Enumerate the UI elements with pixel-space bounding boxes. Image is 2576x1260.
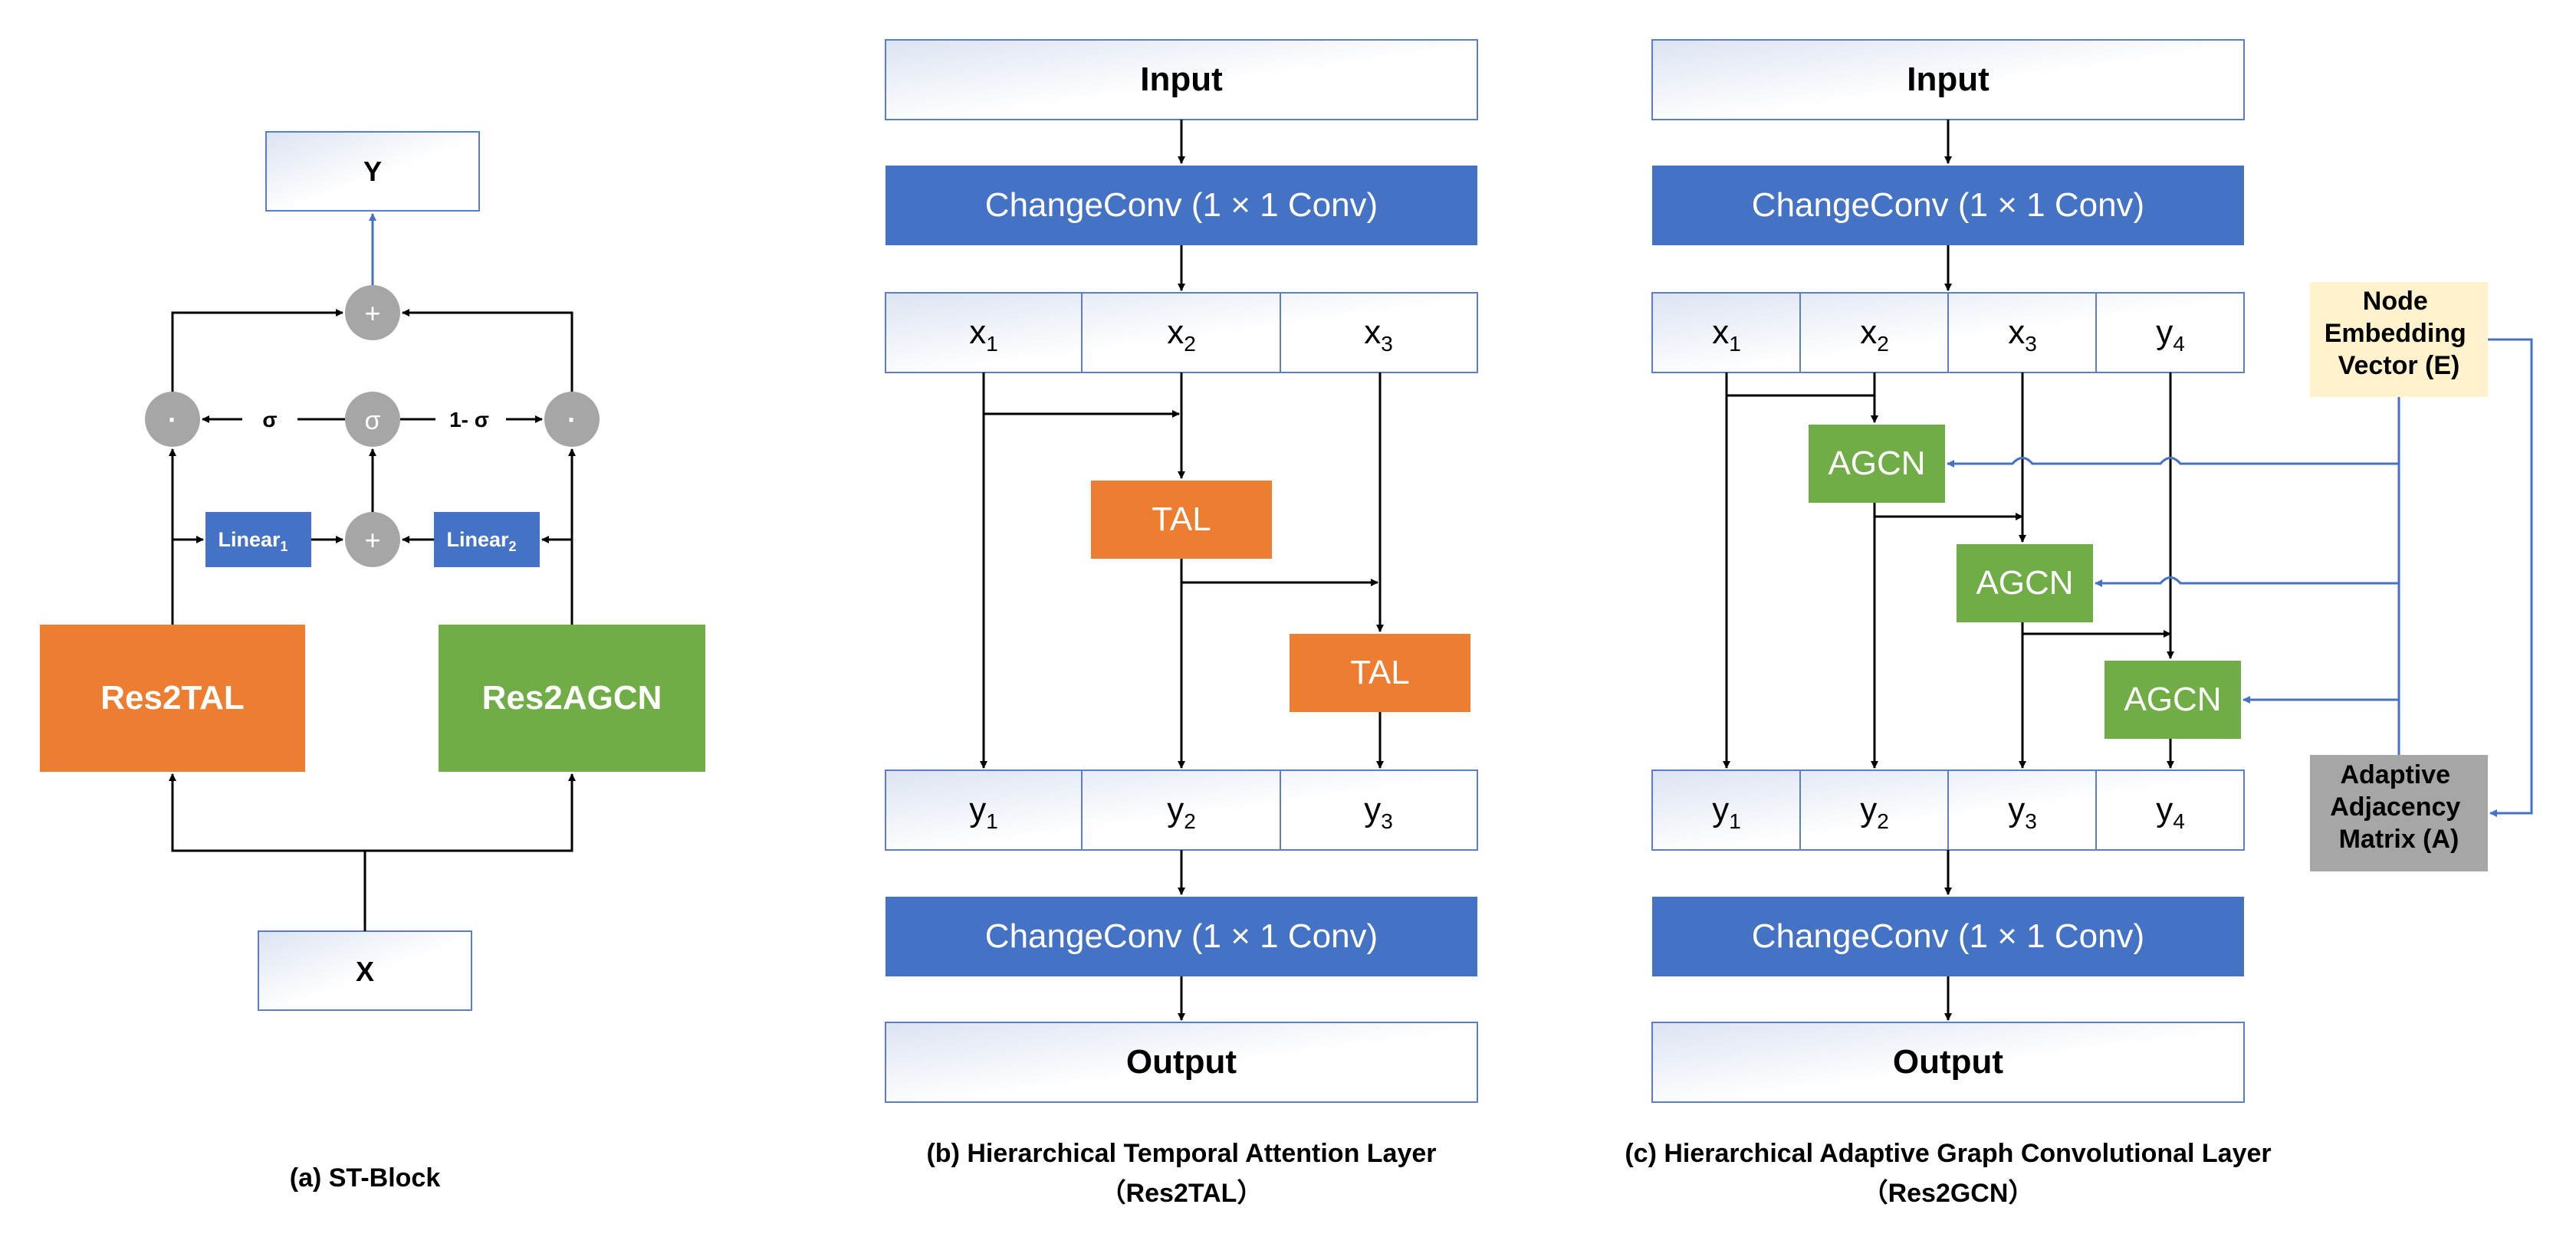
y-output-label: Y <box>363 156 382 187</box>
right-dot-node <box>544 392 600 447</box>
b-changeconv-bottom-box <box>886 897 1477 976</box>
linear2-box <box>434 512 540 567</box>
b-tal1-label: TAL <box>1152 500 1211 538</box>
res2agcn-box <box>439 625 705 772</box>
b-x1-cell: x1 <box>969 313 998 356</box>
res2tal-label: Res2TAL <box>100 679 244 717</box>
linear-plus-node <box>345 512 400 567</box>
panel-a-st-block: Y X Res2TAL Res2AGCN Linear1 Linear2 + ·… <box>40 131 705 1193</box>
right-dot-symbol: · <box>567 404 577 435</box>
c-y4-cell: y4 <box>2156 791 2185 833</box>
right-dot-to-top-plus-line <box>402 309 573 392</box>
c-agcn3-label: AGCN <box>2124 681 2221 718</box>
c-output-box <box>1651 1022 2245 1103</box>
c-embedding-to-agcn2-arrow <box>2095 576 2399 587</box>
linear2-label: Linear2 <box>446 528 516 554</box>
c-x1-branch-arrow <box>1727 394 1878 423</box>
c-y2-cell: y2 <box>1860 791 1889 833</box>
b-tal2-label: TAL <box>1350 654 1409 691</box>
c-y4-top-cell: y4 <box>2156 313 2185 356</box>
c-node-embedding-box <box>2310 282 2488 397</box>
b-caption-line2: （Res2TAL） <box>1100 1178 1263 1208</box>
b-y1-cell: y1 <box>969 791 998 833</box>
b-x-row <box>885 292 1478 373</box>
left-dot-to-top-plus-line <box>171 309 343 392</box>
linear1-box <box>205 512 311 567</box>
c-caption-line1: (c) Hierarchical Adaptive Graph Convolut… <box>1625 1139 2271 1168</box>
b-input-label: Input <box>1140 61 1223 98</box>
split-to-res2agcn-line <box>365 773 576 852</box>
c-agcn1-label: AGCN <box>1828 445 1925 482</box>
panel-c-res2gcn: Input ChangeConv (1 × 1 Conv) x1 x2 x3 y… <box>1625 39 2533 1208</box>
sigma-node <box>345 392 400 447</box>
b-y-row <box>885 769 1478 851</box>
c-embedding-to-adjacency-arrow <box>2488 338 2533 817</box>
b-tal1-box <box>1091 481 1272 559</box>
linear-plus-symbol: + <box>364 524 380 556</box>
left-dot-symbol: · <box>168 404 177 435</box>
c-changeconv-top-label: ChangeConv (1 × 1 Conv) <box>1752 186 2144 224</box>
b-y2-cell: y2 <box>1167 791 1196 833</box>
b-y3-cell: y3 <box>1364 791 1393 833</box>
panel-a-caption: (a) ST-Block <box>290 1163 441 1193</box>
b-x3-cell: x3 <box>1364 313 1393 356</box>
sigma-arrow-label: σ <box>262 408 277 431</box>
y-output-box <box>265 131 480 212</box>
c-x1-cell: x1 <box>1712 313 1741 356</box>
b-tal2-box <box>1290 634 1470 712</box>
panel-b-res2tal: Input ChangeConv (1 × 1 Conv) x1 x2 x3 T… <box>885 39 1478 1208</box>
c-output-label: Output <box>1893 1043 2004 1081</box>
top-plus-symbol: + <box>364 297 380 329</box>
x-to-split-line <box>169 773 366 931</box>
top-plus-node <box>345 285 400 340</box>
c-x3-cell: x3 <box>2008 313 2037 356</box>
res2agcn-label: Res2AGCN <box>482 679 662 717</box>
b-changeconv-top-label: ChangeConv (1 × 1 Conv) <box>985 186 1378 224</box>
b-input-box <box>885 39 1478 120</box>
b-changeconv-top-box <box>886 166 1477 245</box>
c-embedding-to-agcn1-arrow <box>1947 457 2399 468</box>
x-input-box <box>258 930 472 1011</box>
c-agcn2-box <box>1957 544 2093 622</box>
c-node-embedding-label: Node Embedding Vector (E) <box>2325 287 2474 380</box>
c-y1-cell: y1 <box>1712 791 1741 833</box>
c-caption-line2: （Res2GCN） <box>1862 1178 2035 1208</box>
one-minus-sigma-label: 1- σ <box>449 408 489 431</box>
c-changeconv-bottom-box <box>1652 897 2244 976</box>
c-input-label: Input <box>1907 61 1990 98</box>
c-adjacency-matrix-box <box>2310 755 2488 871</box>
c-adjacency-matrix-label: Adaptive Adjacency Matrix (A) <box>2330 760 2468 854</box>
b-caption-line1: (b) Hierarchical Temporal Attention Laye… <box>926 1139 1436 1168</box>
linear1-label: Linear1 <box>218 528 288 554</box>
res2tal-box <box>40 625 305 772</box>
sigma-symbol: σ <box>365 406 381 435</box>
c-changeconv-top-box <box>1652 166 2244 245</box>
b-changeconv-bottom-label: ChangeConv (1 × 1 Conv) <box>985 917 1378 955</box>
b-output-box <box>885 1022 1478 1103</box>
c-changeconv-bottom-label: ChangeConv (1 × 1 Conv) <box>1752 917 2144 955</box>
c-agcn2-label: AGCN <box>1976 564 2073 602</box>
x-input-label: X <box>356 956 374 987</box>
c-y3-cell: y3 <box>2008 791 2037 833</box>
c-agcn3-box <box>2104 661 2241 739</box>
c-agcn1-box <box>1809 425 1945 503</box>
left-dot-node <box>145 392 200 447</box>
c-x2-cell: x2 <box>1860 313 1889 356</box>
b-x2-cell: x2 <box>1167 313 1196 356</box>
b-output-label: Output <box>1126 1043 1237 1081</box>
